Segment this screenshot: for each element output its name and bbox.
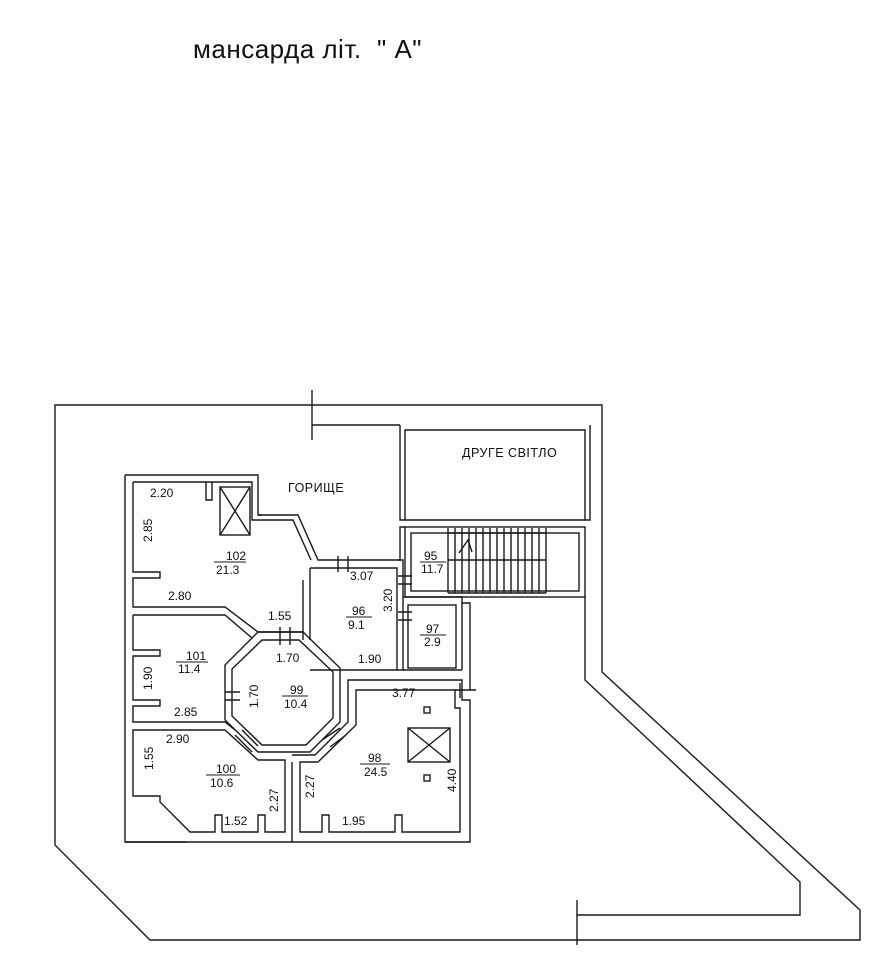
dimension: 2.27 [303, 774, 317, 798]
diagonal-wall [577, 596, 801, 916]
room-number: 95 [424, 549, 438, 563]
octagon-hall-outer [224, 631, 341, 753]
room-number: 97 [426, 622, 440, 636]
dimension: 1.90 [358, 652, 382, 666]
staircase-frame [404, 526, 586, 598]
room-97-walls [407, 604, 457, 669]
dimension: 2.80 [168, 589, 192, 603]
dimension: 1.90 [141, 666, 155, 690]
room-number: 101 [186, 649, 206, 663]
room-area: 10.6 [210, 776, 234, 790]
dimension: 3.07 [350, 569, 374, 583]
room-number: 102 [226, 549, 246, 563]
dimension: 4.40 [445, 768, 459, 792]
dimension: 3.20 [381, 588, 395, 612]
dimension: 1.70 [276, 651, 300, 665]
room-area: 21.3 [216, 563, 240, 577]
door-marks [225, 556, 476, 753]
dimension: 2.27 [267, 788, 281, 812]
dimension: 1.70 [247, 684, 261, 708]
room-number-underlines [176, 561, 446, 776]
room-labels: 102 21.3 95 11.7 96 9.1 97 2.9 101 11.4 … [178, 549, 444, 790]
room-area: 9.1 [348, 618, 365, 632]
second-light-frame [399, 425, 591, 521]
room-area: 11.7 [421, 562, 444, 576]
dimension: 3.77 [392, 686, 416, 700]
room-area: 24.5 [364, 765, 388, 779]
outer-wall-outline [54, 404, 861, 941]
dimension: 1.52 [224, 814, 248, 828]
dimension: 2.85 [141, 518, 155, 542]
room-96-walls [302, 567, 398, 671]
dimension: 2.90 [166, 732, 190, 746]
room-101-walls [132, 614, 253, 731]
vent-shaft-98 [407, 727, 451, 763]
vent-shaft-102 [219, 486, 251, 536]
room-number: 96 [352, 604, 366, 618]
dimension: 2.20 [150, 486, 174, 500]
section-mark-top [311, 390, 400, 440]
column-marker-2 [423, 774, 431, 782]
room-number: 99 [290, 683, 304, 697]
dimension-labels: 2.20 2.85 2.80 1.55 3.07 3.20 1.70 1.90 … [141, 486, 459, 828]
room-102-walls [125, 474, 400, 561]
column-marker-1 [423, 706, 431, 714]
dimension: 2.85 [174, 705, 198, 719]
room-number: 98 [368, 751, 382, 765]
room-100-walls [132, 729, 286, 833]
room-area: 11.4 [178, 662, 201, 676]
dimension: 1.55 [142, 746, 156, 770]
octagon-hall-inner [231, 639, 334, 746]
plan-title: мансарда літ. " А" [193, 34, 423, 64]
stair-treads [447, 528, 547, 594]
dimension: 1.95 [342, 814, 366, 828]
room-area: 10.4 [284, 697, 308, 711]
label-second-light: ДРУГЕ СВІТЛО [462, 446, 557, 460]
room-area: 2.9 [424, 635, 441, 649]
label-attic: ГОРИЩЕ [288, 481, 344, 495]
dimension: 1.55 [268, 609, 292, 623]
room-102-niche [205, 482, 262, 516]
room-number: 100 [216, 762, 236, 776]
stair-arrow [458, 538, 473, 554]
